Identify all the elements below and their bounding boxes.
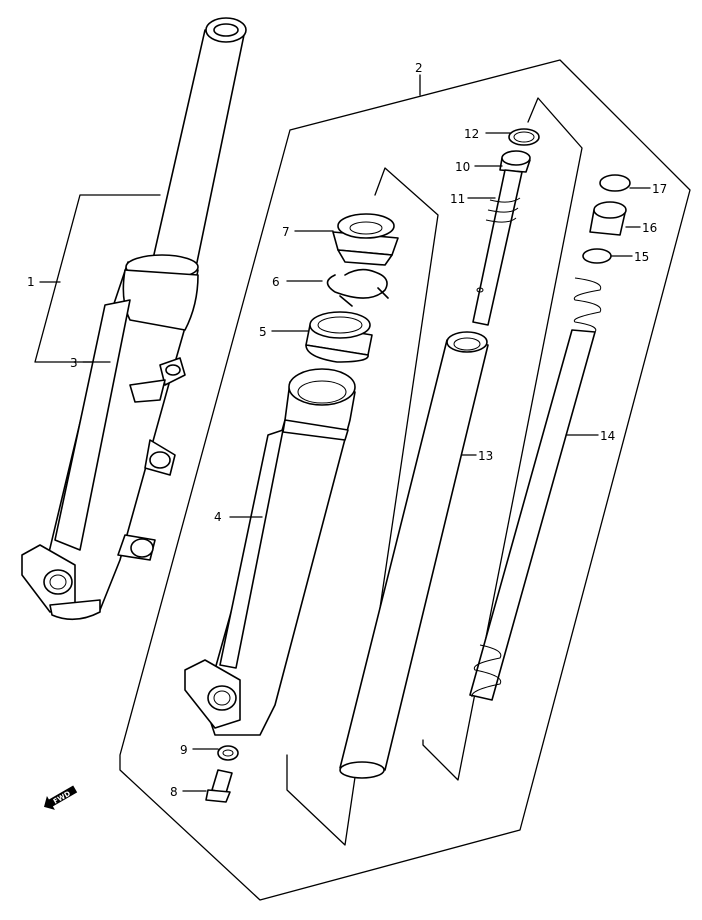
callout-4: 4 [214,510,222,524]
part-16-spacer [589,201,627,236]
leader-lines [39,74,651,792]
callout-9: 9 [180,743,188,757]
callout-11: 11 [450,192,465,206]
part-14-fork-spring [469,277,602,701]
part-17-circlip [599,174,631,192]
part-6-snap-ring [326,268,389,307]
part-9-gasket [217,745,239,761]
part-15-washer [582,248,612,264]
part-11-rebound-spring-rod [472,169,523,326]
subgroup-inner-outline-2 [422,97,583,781]
callout-1: 1 [27,275,35,289]
fork-assembly-left [21,17,247,621]
bracket-1-3 [34,194,161,363]
callout-6: 6 [272,275,280,289]
forward-direction-badge: FWD [44,785,78,810]
callout-15: 15 [634,250,649,264]
callout-8: 8 [170,785,178,799]
part-8-bolt [205,769,233,803]
part-4-outer-tube [184,368,356,736]
fwd-text: FWD [52,790,72,806]
callout-7: 7 [282,225,290,239]
callout-14: 14 [600,429,615,443]
callout-12: 12 [464,127,479,141]
part-10-piston-ring [499,150,531,173]
part-5-seal [305,311,373,363]
callout-3: 3 [70,356,78,370]
assembly-2-outline [119,59,691,901]
subgroup-inner-outline [286,167,439,846]
callout-16: 16 [642,221,657,235]
part-12-ring [508,128,540,146]
callout-labels: 1 2 3 4 5 6 7 8 9 10 11 12 13 14 15 16 1… [27,61,667,799]
part-13-inner-tube [339,331,489,779]
callout-13: 13 [478,449,493,463]
callout-17: 17 [652,182,667,196]
part-7-dust-seal [332,213,399,266]
callout-2: 2 [415,61,423,75]
callout-5: 5 [259,325,267,339]
callout-10: 10 [455,160,470,174]
